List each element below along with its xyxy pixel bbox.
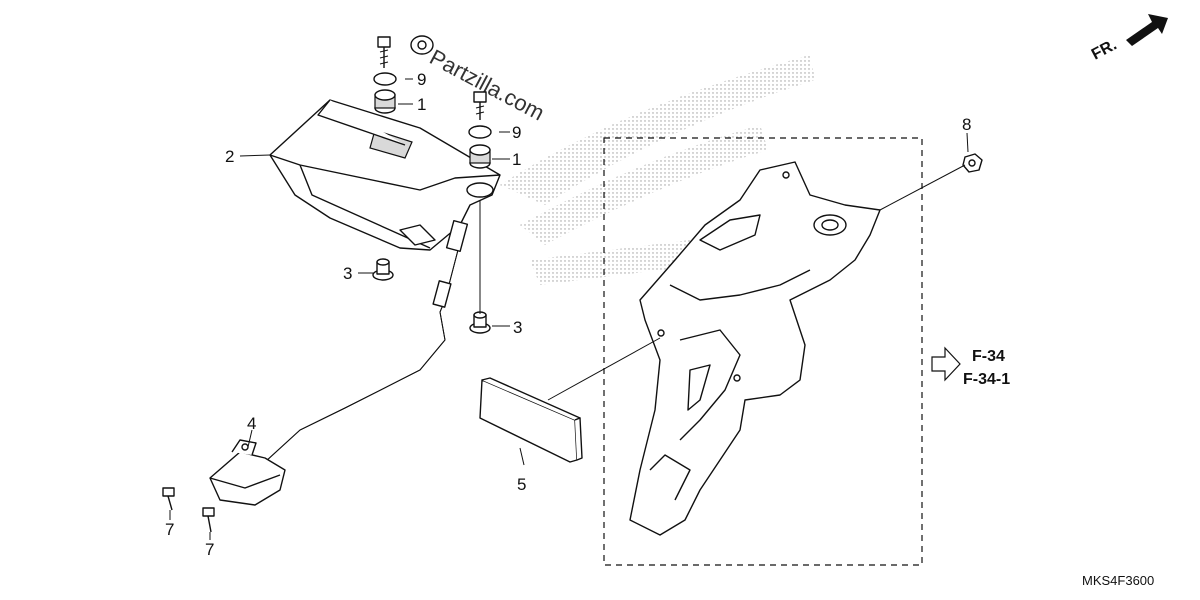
leader-lines [169, 78, 969, 540]
wiring-harness [264, 219, 469, 463]
washer-9-right [468, 125, 492, 139]
collar-3-left [372, 258, 394, 281]
brand-wing-watermark [500, 55, 815, 285]
bolt-upper-right [473, 91, 487, 120]
callout-7-right: 7 [205, 540, 214, 559]
license-light-4 [209, 439, 286, 506]
rear-fender [629, 161, 881, 536]
collar-3-right [469, 311, 491, 334]
reference-f34-1: F-34-1 [963, 371, 1010, 388]
callout-9-left: 9 [417, 70, 426, 89]
screw-7-left [162, 487, 175, 511]
reference-f34: F-34 [972, 348, 1005, 365]
callout-5: 5 [517, 475, 526, 494]
assembly-outline-box [603, 137, 923, 566]
bolt-upper-left [377, 36, 391, 68]
watermark-text: Partzilla.com [426, 44, 549, 125]
front-direction-arrow: FR. [1089, 14, 1168, 64]
screw-7-right [202, 507, 215, 533]
diagram-code: MKS4F3600 [1082, 573, 1154, 588]
callout-4: 4 [247, 414, 256, 433]
callout-3-right: 3 [513, 318, 522, 337]
grommet-1-right [469, 144, 491, 169]
callout-8: 8 [962, 115, 971, 134]
reflector-5 [479, 377, 583, 463]
callout-1-right: 1 [512, 150, 521, 169]
front-direction-label: FR. [1089, 36, 1120, 63]
tail-light-assembly [269, 99, 501, 251]
clip-nut-upper-left [410, 35, 434, 55]
callout-2: 2 [225, 147, 234, 166]
reference-arrow-icon [931, 346, 961, 382]
callout-7-left: 7 [165, 520, 174, 539]
washer-9-left [373, 72, 397, 86]
nut-8 [962, 153, 983, 173]
callout-9-right: 9 [512, 123, 521, 142]
grommet-1-left [374, 89, 396, 114]
callout-3-left: 3 [343, 264, 352, 283]
callout-1-left: 1 [417, 95, 426, 114]
